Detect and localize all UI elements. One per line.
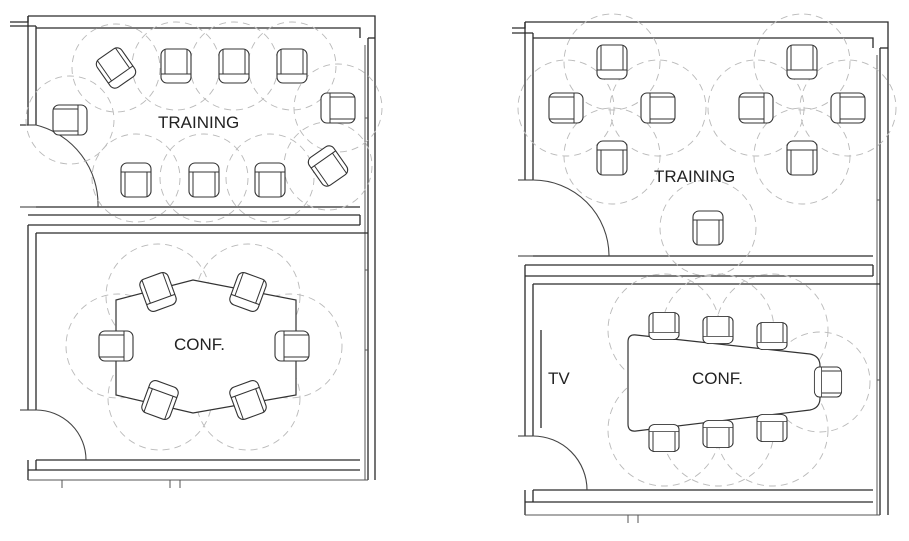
left-plan: TRAINING CONF. [10,15,383,488]
chair [160,48,192,84]
right-conf-label: CONF. [692,369,743,388]
chair [98,330,134,362]
left-training-label: TRAINING [158,113,239,132]
right-training-label: TRAINING [654,167,735,186]
chair [596,44,628,80]
chair [738,92,774,124]
chair [786,140,818,176]
left-conf-chairs [98,272,310,420]
chair [702,419,734,449]
left-conf-door [20,409,87,461]
right-conf-door [518,435,588,491]
chair [320,92,356,124]
right-plan: TRAINING CONF. TV [512,13,897,523]
chair [756,413,788,443]
left-conf-label: CONF. [174,335,225,354]
chair [813,366,843,398]
chair [756,321,788,351]
chair [786,44,818,80]
left-conf-table [115,279,297,414]
chair [274,330,310,362]
right-conf-table [627,334,821,432]
chair [276,48,308,84]
left-training-chairs [52,47,356,198]
chair [692,210,724,246]
chair [141,380,179,420]
left-walls [10,15,376,488]
chair [188,162,220,198]
chair [229,272,267,312]
chair [702,315,734,345]
chair [648,311,680,341]
chair [254,162,286,198]
chair [307,145,349,187]
left-training-door [20,124,99,208]
chair [139,272,177,312]
chair [640,92,676,124]
chair [830,92,866,124]
chair [548,92,584,124]
chair [95,47,137,89]
right-training-clearances [517,13,897,277]
chair [229,380,267,420]
right-training-chairs [548,44,866,246]
tv-label: TV [548,369,570,388]
right-training-door [518,179,610,257]
chair [218,48,250,84]
chair [596,140,628,176]
right-conf-chairs [648,311,843,453]
chair [648,423,680,453]
chair [120,162,152,198]
right-walls [512,21,889,523]
chair [52,104,88,136]
